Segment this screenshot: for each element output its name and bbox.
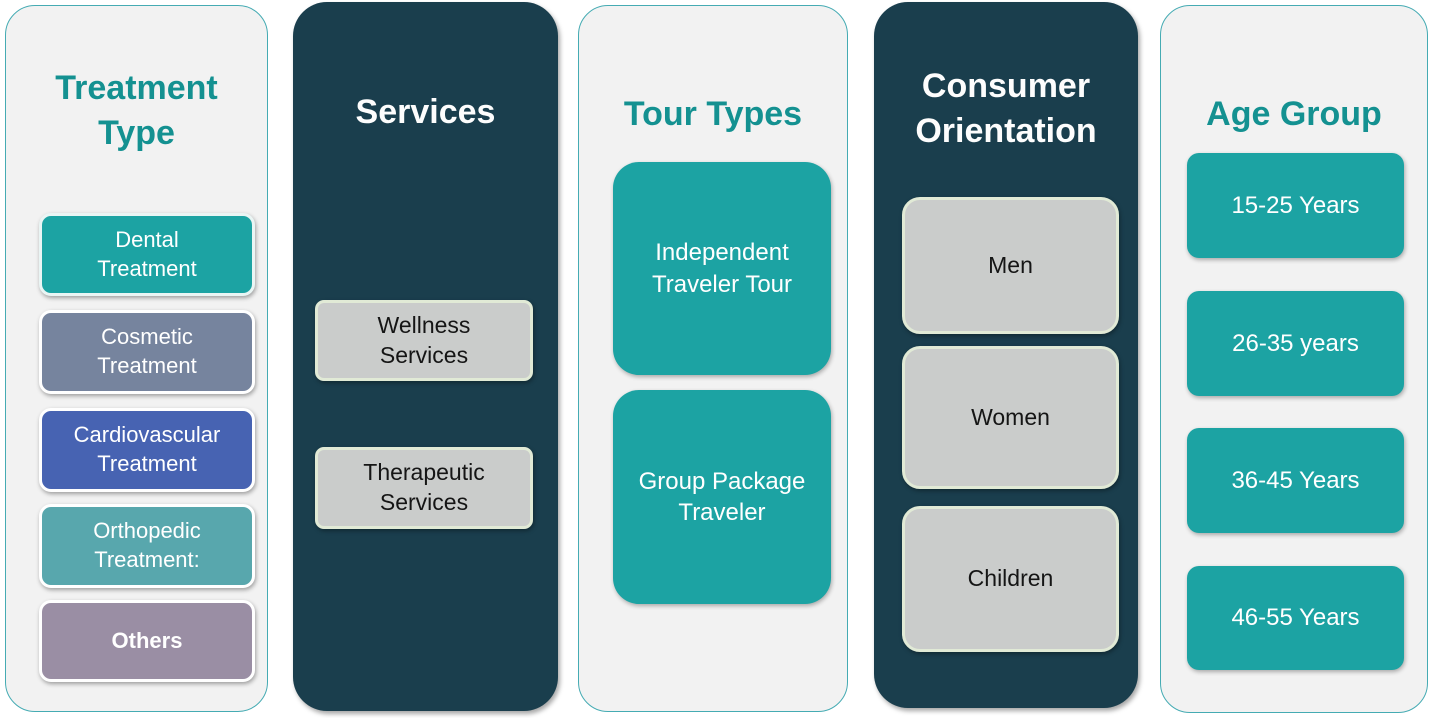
title-line: Consumer [921,67,1091,105]
panel-treatment-type: Treatment Type Dental Treatment Cosmetic… [5,5,268,712]
panel-tour-types: Tour Types Independent Traveler Tour Gro… [578,5,848,712]
box-label: Therapeutic [363,459,485,486]
box-men: Men [902,197,1119,334]
box-wellness-services: Wellness Services [315,300,533,381]
box-label: 15-25 Years [1231,191,1360,219]
box-orthopedic-treatment: Orthopedic Treatment: [39,504,255,588]
panel-title-services: Services [293,90,558,135]
box-children: Children [902,506,1119,652]
box-label: Treatment: [94,547,200,572]
box-label: 26-35 years [1232,329,1359,357]
panel-title-tour-types: Tour Types [579,92,847,137]
box-women: Women [902,346,1119,489]
box-label: Women [971,403,1050,430]
box-label: Group Package [638,467,806,495]
box-label: Traveler [678,499,766,526]
title-line: Type [98,113,175,152]
title-line: Age Group [1206,95,1382,133]
panel-age-group: Age Group 15-25 Years 26-35 years 36-45 … [1160,5,1428,713]
box-label: Independent [655,239,789,267]
box-label: Services [379,341,469,368]
panel-services: Services Wellness Services Therapeutic S… [293,2,558,711]
box-label: Services [379,489,469,515]
title-line: Tour Types [623,95,803,133]
title-line: Treatment [55,69,218,107]
box-label: Treatment [97,255,197,281]
box-others: Others [39,600,255,682]
box-label: Dental [115,226,179,252]
title-line: Services [355,93,496,131]
box-age-15-25: 15-25 Years [1187,153,1404,258]
box-label: Treatment [97,451,197,476]
box-age-36-45: 36-45 Years [1187,428,1404,533]
title-line: Orientation [915,111,1097,150]
box-group-package-traveler: Group Package Traveler [613,390,831,604]
box-label: Treatment [97,353,197,378]
box-label: 36-45 Years [1231,466,1360,494]
box-label: Cardiovascular [73,422,221,448]
panel-title-treatment-type: Treatment Type [6,66,267,156]
box-therapeutic-services: Therapeutic Services [315,447,533,529]
box-label: Cosmetic [101,324,193,350]
panel-title-age-group: Age Group [1161,92,1427,137]
box-label: Wellness [377,311,471,338]
box-label: Traveler Tour [651,270,793,298]
box-age-26-35: 26-35 years [1187,291,1404,396]
panel-title-consumer-orientation: Consumer Orientation [874,64,1138,154]
box-dental-treatment: Dental Treatment [39,213,255,296]
box-age-46-55: 46-55 Years [1187,566,1404,670]
box-cosmetic-treatment: Cosmetic Treatment [39,310,255,394]
box-label: Orthopedic [93,518,201,544]
box-label: Others [111,627,183,653]
box-label: Children [967,565,1054,592]
box-cardiovascular-treatment: Cardiovascular Treatment [39,408,255,492]
box-label: Men [988,251,1033,278]
box-label: 46-55 Years [1231,604,1360,632]
panel-consumer-orientation: Consumer Orientation Men Women Children [874,2,1138,708]
box-independent-traveler-tour: Independent Traveler Tour [613,162,831,375]
